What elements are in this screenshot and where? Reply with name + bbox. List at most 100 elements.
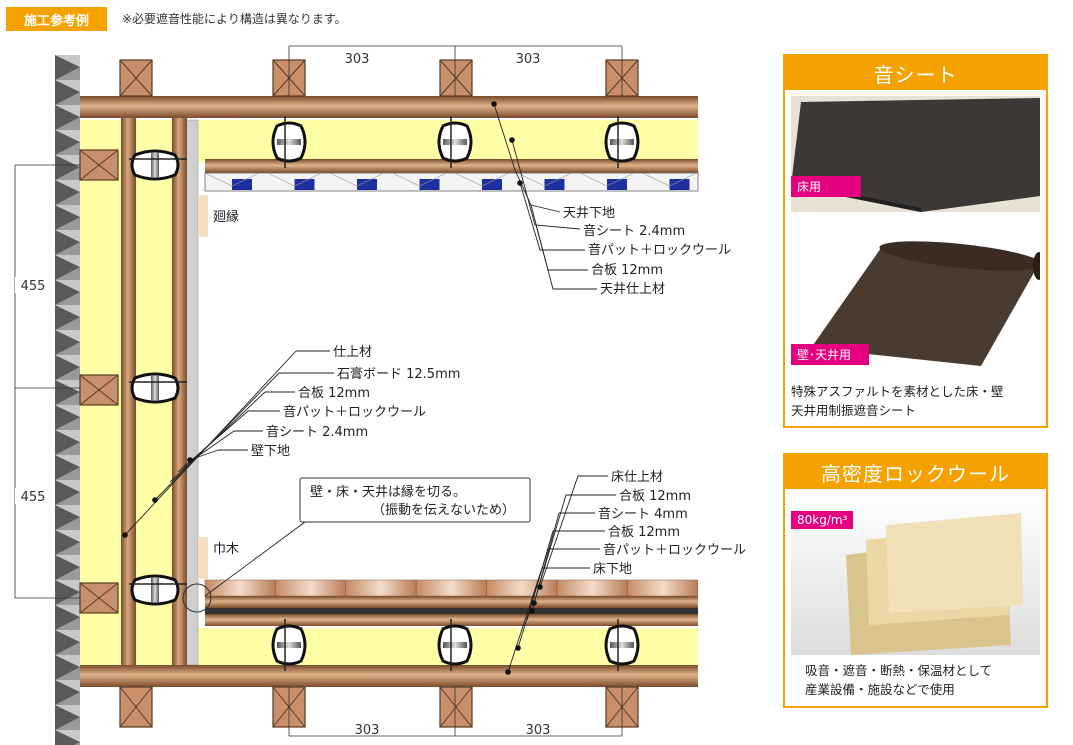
sound-pad [129,574,187,606]
wooden-block [439,686,473,728]
ceiling-blue-pad [294,179,315,190]
floor-layer-label-3: 音シート 4mm [598,506,688,522]
habaki-trim [198,537,208,579]
dim-bottom-left: 303 [355,723,380,738]
ceiling-layer-label-4: 合板 12mm [591,263,663,278]
floor-use-tag: 床用 [791,176,861,197]
floor-tile [486,579,558,597]
sound-pad [271,619,307,671]
density-tag: 80kg/m³ [791,511,854,529]
ceiling-layer-label-2: 音シート 2.4mm [583,223,685,239]
leader-dots [122,101,543,675]
ceiling-blue-pad [419,179,440,190]
rockwool-title: 高密度ロックウール [785,455,1046,489]
leader-dot [505,669,511,675]
floor-tile [556,579,628,597]
mawaribuchi-trim [198,195,208,237]
wall-layer-label-4: 音パット＋ロックウール [283,404,426,420]
ceiling-blue-pad [544,179,565,190]
ceiling-layer-label-3: 音パット＋ロックウール [588,242,731,258]
ceiling-blue-pad [669,179,690,190]
leader-dot [122,532,128,538]
structure-note: ※必要遮音性能により構造は異なります。 [122,12,347,26]
wall-stud-right [172,118,187,665]
ceiling-joist [80,96,698,118]
wooden-block [119,59,153,97]
wall-sheet-photo [791,218,1040,366]
wall-layer-label-1: 仕上材 [333,345,372,360]
sound-sheet-caption-2: 天井用制振遮音シート [791,403,917,418]
wall-layer-label-6: 壁下地 [251,444,290,459]
leader-dot [152,497,158,503]
leader-dot [491,101,497,107]
leader-dot [187,457,193,463]
floor-tile [627,579,699,597]
habaki-label: 巾木 [213,542,239,557]
ceiling-layer-label-5: 天井仕上材 [600,282,665,297]
leader-dot [531,600,537,606]
dim-top-right: 303 [516,52,541,67]
sound-pad [129,372,187,404]
floor-tile [415,579,487,597]
floor-layer-label-6: 床下地 [593,562,632,577]
sound-pad [437,619,473,671]
example-badge: 施工参考例 [6,7,107,31]
leader-dot [517,180,523,186]
floor-layer-label-1: 床仕上材 [611,470,663,485]
rockwool-caption-1: 吸音・遮音・断熱・保温材として [805,663,993,678]
dim-side-upper: 455 [21,279,46,294]
sound-sheet-caption-1: 特殊アスファルトを素材とした床・壁 [791,384,1004,399]
ceiling-layer-label-1: 天井下地 [563,206,615,221]
callout-line2: （振動を伝えないため） [372,503,515,518]
callout-box [299,477,531,523]
wooden-block [79,149,119,181]
floor-layer-label-4: 合板 12mm [608,525,680,540]
rockwool-caption-2: 産業設備・施設などで使用 [805,682,955,697]
wall-stud-left [121,118,136,665]
ceiling-blue-pad [232,179,252,190]
sound-pad [604,116,640,168]
wall-layer-label-5: 音シート 2.4mm [266,424,368,440]
dim-top-left: 303 [345,52,370,67]
vibration-pads [129,116,640,671]
ceiling-blue-pad [482,179,502,190]
wooden-block [439,59,473,97]
dim-side-lower: 455 [21,490,46,505]
leader-dot [529,608,535,614]
sound-pad [129,149,187,181]
callout-line1: 壁・床・天井は縁を切る。 [310,484,466,500]
dim-bottom-right: 303 [526,723,551,738]
sound-sheet-title: 音シート [785,56,1046,90]
sound-sheet-panel: 音シート 床用 壁･天井用 特殊アスファルトを素材とした床・壁 天井用制振遮音シ… [783,54,1048,428]
junction-circle [182,583,212,613]
dimension-lines [14,45,623,737]
floor-tile [345,579,417,597]
leader-dot [537,584,543,590]
wooden-block [79,374,119,406]
concrete-wall [55,55,80,745]
section-drawing: 303 303 303 303 455 455 廻縁 巾木 [14,45,746,745]
wall-layer-label-3: 合板 12mm [298,386,370,401]
leader-lines [124,103,616,673]
leader-dot [509,137,515,143]
ceiling-blue-pad [357,179,377,190]
floor-joist [80,665,698,687]
floor-layer-label-2: 合板 12mm [619,489,691,504]
sound-pad [604,619,640,671]
wall-layer-label-2: 石膏ボード 12.5mm [337,366,460,382]
rockwool-panel: 高密度ロックウール 80kg/m³ 吸音・遮音・断熱・保温材として 産業設備・施… [783,453,1048,708]
floor-tile [275,579,347,597]
wall-ceiling-use-tag: 壁･天井用 [791,344,869,365]
wooden-block [119,686,153,728]
wooden-block [79,582,119,614]
ceiling-blue-pad [607,179,627,190]
leader-dot [515,645,521,651]
mawaribuchi-label: 廻縁 [213,209,239,225]
sound-pad [271,116,307,168]
sound-pad [437,116,473,168]
floor-layer-label-5: 音パット＋ロックウール [603,542,746,558]
